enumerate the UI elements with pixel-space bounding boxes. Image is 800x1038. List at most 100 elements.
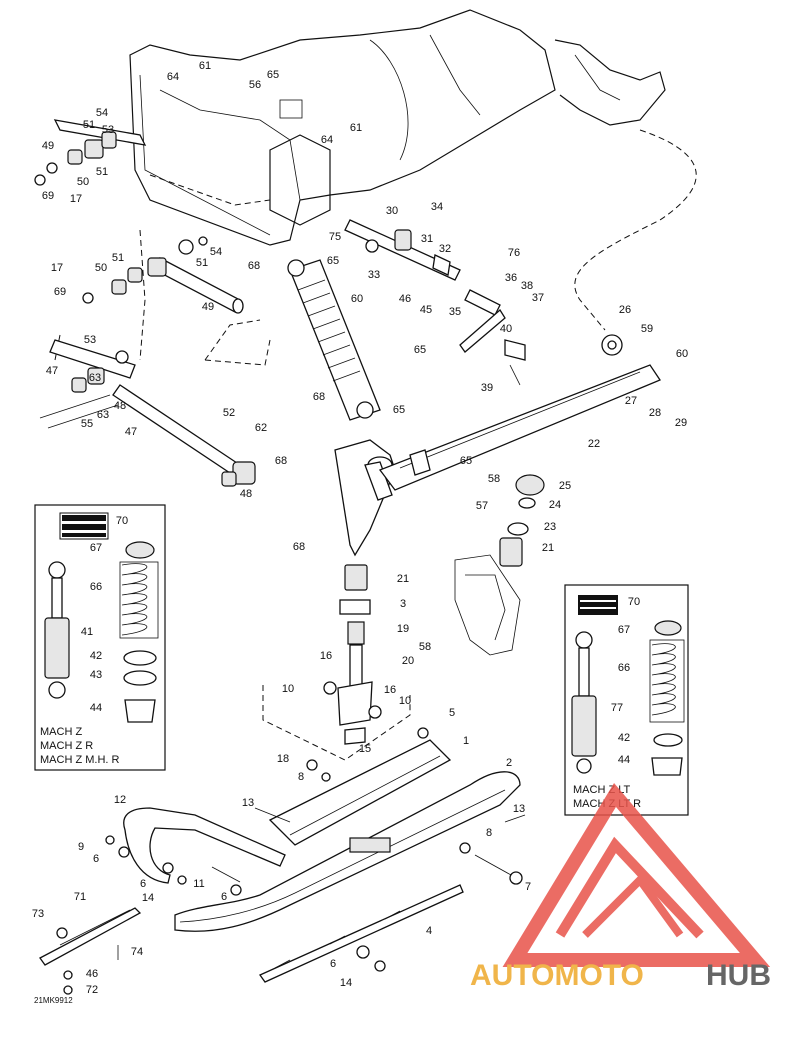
lower-arm-47 [39, 339, 256, 487]
callout-4: 4 [426, 925, 432, 937]
callout-16: 16 [320, 650, 332, 662]
callout-18: 18 [277, 753, 289, 765]
callout-68: 68 [313, 391, 325, 403]
callout-69: 69 [54, 286, 66, 298]
callout-26: 26 [619, 304, 631, 316]
callout-72: 72 [86, 984, 98, 996]
callout-12: 12 [114, 794, 126, 806]
shock-absorber [287, 259, 381, 421]
callout-68: 68 [293, 541, 305, 553]
callout-24: 24 [549, 499, 561, 511]
callout-58: 58 [419, 641, 431, 653]
ski-assembly [105, 727, 526, 983]
kingpin-column [323, 564, 382, 745]
callout-29: 29 [675, 417, 687, 429]
steering-linkage [344, 219, 526, 386]
upper-arm-49 [34, 119, 244, 314]
callout-62: 62 [255, 422, 267, 434]
callout-51: 51 [196, 257, 208, 269]
callout-63: 63 [97, 409, 109, 421]
callout-33: 33 [368, 269, 380, 281]
callout-1: 1 [463, 735, 469, 747]
callout-38: 38 [521, 280, 533, 292]
callout-71: 71 [74, 891, 86, 903]
callout-9: 9 [78, 841, 84, 853]
callout-34: 34 [431, 201, 443, 213]
callout-65: 65 [327, 255, 339, 267]
callout-19: 19 [397, 623, 409, 635]
callout-11: 11 [193, 878, 204, 890]
callout-25: 25 [559, 480, 571, 492]
callout-68: 68 [275, 455, 287, 467]
callout-46: 46 [86, 968, 98, 980]
inset-left-model-3: MACH Z M.H. R [40, 754, 119, 766]
callout-47: 47 [46, 365, 58, 377]
callout-8: 8 [486, 827, 492, 839]
callout-39: 39 [481, 382, 493, 394]
callout-13: 13 [242, 797, 254, 809]
callout-35: 35 [449, 306, 461, 318]
callout-65: 65 [414, 344, 426, 356]
callout-76: 76 [508, 247, 520, 259]
callout-32: 32 [439, 243, 451, 255]
callout-47: 47 [125, 426, 137, 438]
callout-6: 6 [221, 891, 227, 903]
reference-code: 21MK9912 [34, 996, 73, 1005]
ghost-bracket [454, 554, 521, 656]
callout-68: 68 [248, 260, 260, 272]
callout-6: 6 [93, 853, 99, 865]
callout-49: 49 [202, 301, 214, 313]
callout-54: 54 [96, 107, 108, 119]
callout-73: 73 [32, 908, 44, 920]
callout-42: 42 [90, 650, 102, 662]
callout-59: 59 [641, 323, 653, 335]
callout-5: 5 [449, 707, 455, 719]
callout-54: 54 [210, 246, 222, 258]
callout-50: 50 [77, 176, 89, 188]
callout-6: 6 [330, 958, 336, 970]
callout-13: 13 [513, 803, 525, 815]
callout-52: 52 [223, 407, 235, 419]
callout-42: 42 [618, 732, 630, 744]
callout-64: 64 [167, 71, 179, 83]
carbide-runner [39, 907, 142, 995]
callout-51: 51 [83, 119, 95, 131]
watermark-text-automoto: AUTOMOTO [470, 959, 644, 992]
right-bushings [499, 474, 545, 567]
callout-48: 48 [114, 400, 126, 412]
callout-30: 30 [386, 205, 398, 217]
callout-49: 49 [42, 140, 54, 152]
inset-left-models: MACH Z MACH Z R MACH Z M.H. R [40, 726, 119, 766]
callout-2: 2 [506, 757, 512, 769]
inset-left-model-1: MACH Z [40, 726, 82, 738]
inset-left-box [34, 504, 166, 771]
callout-64: 64 [321, 134, 333, 146]
callout-41: 41 [81, 626, 93, 638]
callout-28: 28 [649, 407, 661, 419]
callout-61: 61 [199, 60, 211, 72]
callout-23: 23 [544, 521, 556, 533]
callout-65: 65 [267, 69, 279, 81]
callout-69: 69 [42, 190, 54, 202]
callout-61: 61 [350, 122, 362, 134]
callout-63: 63 [89, 372, 101, 384]
callout-21: 21 [397, 573, 409, 585]
callout-66: 66 [618, 662, 630, 674]
callout-3: 3 [400, 598, 406, 610]
callout-15: 15 [359, 743, 371, 755]
callout-20: 20 [402, 655, 414, 667]
callout-65: 65 [460, 455, 472, 467]
callout-77: 77 [611, 702, 623, 714]
callout-16: 16 [384, 684, 396, 696]
callout-57: 57 [476, 500, 488, 512]
callout-7: 7 [525, 881, 531, 893]
callout-51: 51 [96, 166, 108, 178]
callout-14: 14 [142, 892, 154, 904]
callout-74: 74 [131, 946, 143, 958]
inset-left-model-2: MACH Z R [40, 740, 93, 752]
callout-53: 53 [102, 124, 114, 136]
callout-70: 70 [628, 596, 640, 608]
callout-40: 40 [500, 323, 512, 335]
